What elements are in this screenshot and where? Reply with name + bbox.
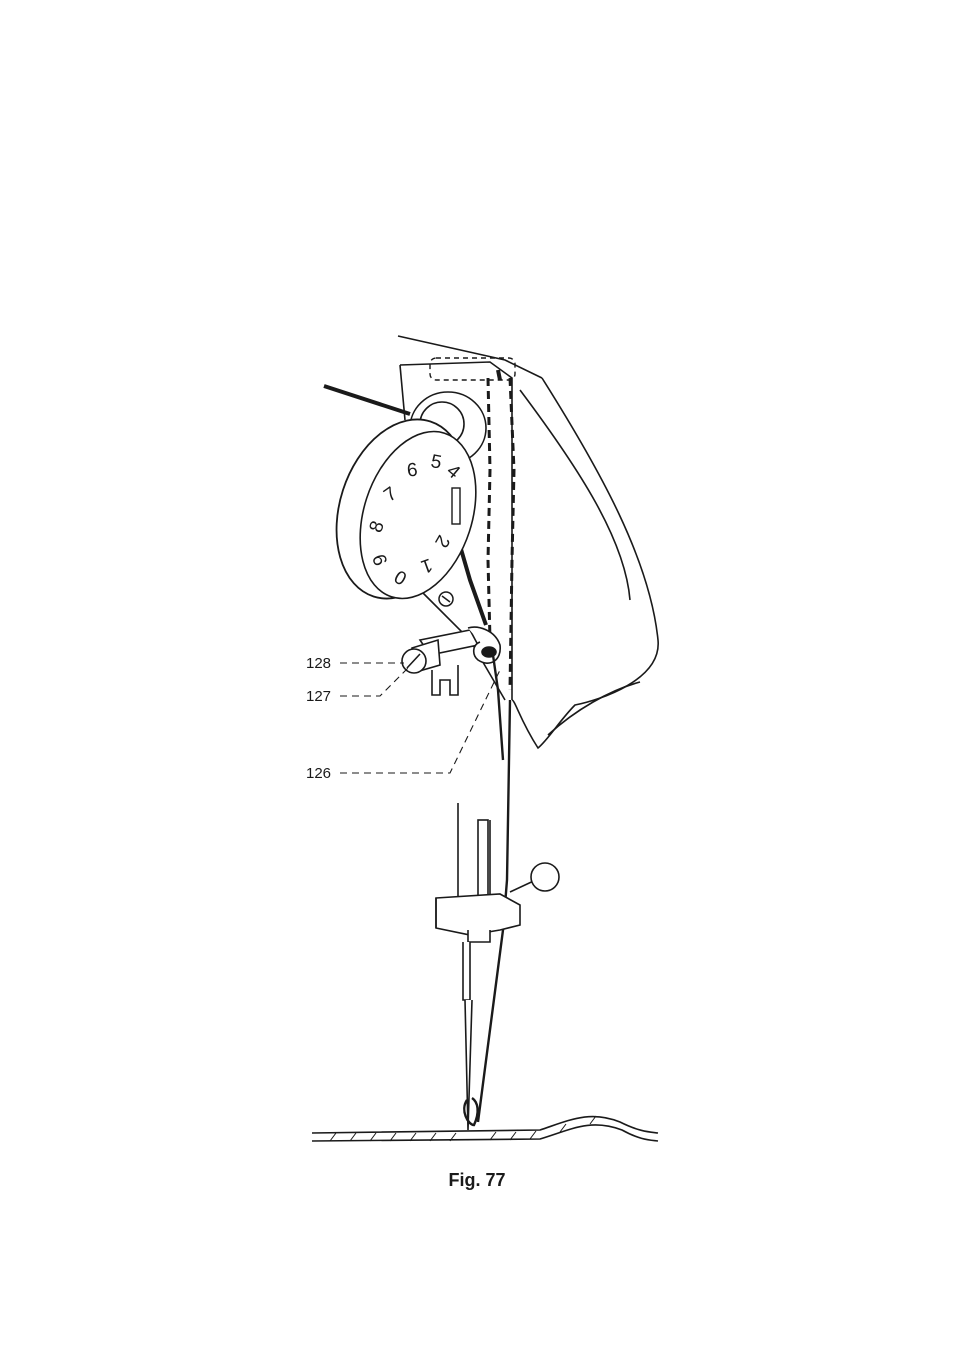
- leader-126: [340, 670, 500, 773]
- clamp-screw-knob: [531, 863, 559, 891]
- callout-leaders: [340, 663, 500, 773]
- needle: [463, 942, 478, 1130]
- guide-screw: [402, 640, 440, 673]
- head-right-cover: [512, 378, 658, 748]
- cover-inner-line: [520, 390, 630, 600]
- callout-127: 127: [306, 688, 331, 705]
- fabric-hatching: [330, 1116, 596, 1141]
- face-plate-screw: [439, 592, 453, 606]
- fabric: [312, 1117, 658, 1141]
- leader-127: [340, 668, 408, 696]
- guide-fork: [432, 665, 458, 695]
- cover-lower-curve: [548, 682, 640, 735]
- needle-clamp: [436, 863, 559, 942]
- thread-guide-top: [430, 358, 515, 380]
- top-guide-box: [430, 358, 515, 380]
- callout-126: 126: [306, 765, 331, 782]
- dial-number-6: 6: [406, 460, 419, 482]
- needle-eye: [464, 1098, 477, 1125]
- needle-bar: [458, 803, 490, 910]
- figure-caption: Fig. 77: [0, 1170, 954, 1191]
- callout-128: 128: [306, 655, 331, 672]
- head-top-edge: [398, 336, 542, 378]
